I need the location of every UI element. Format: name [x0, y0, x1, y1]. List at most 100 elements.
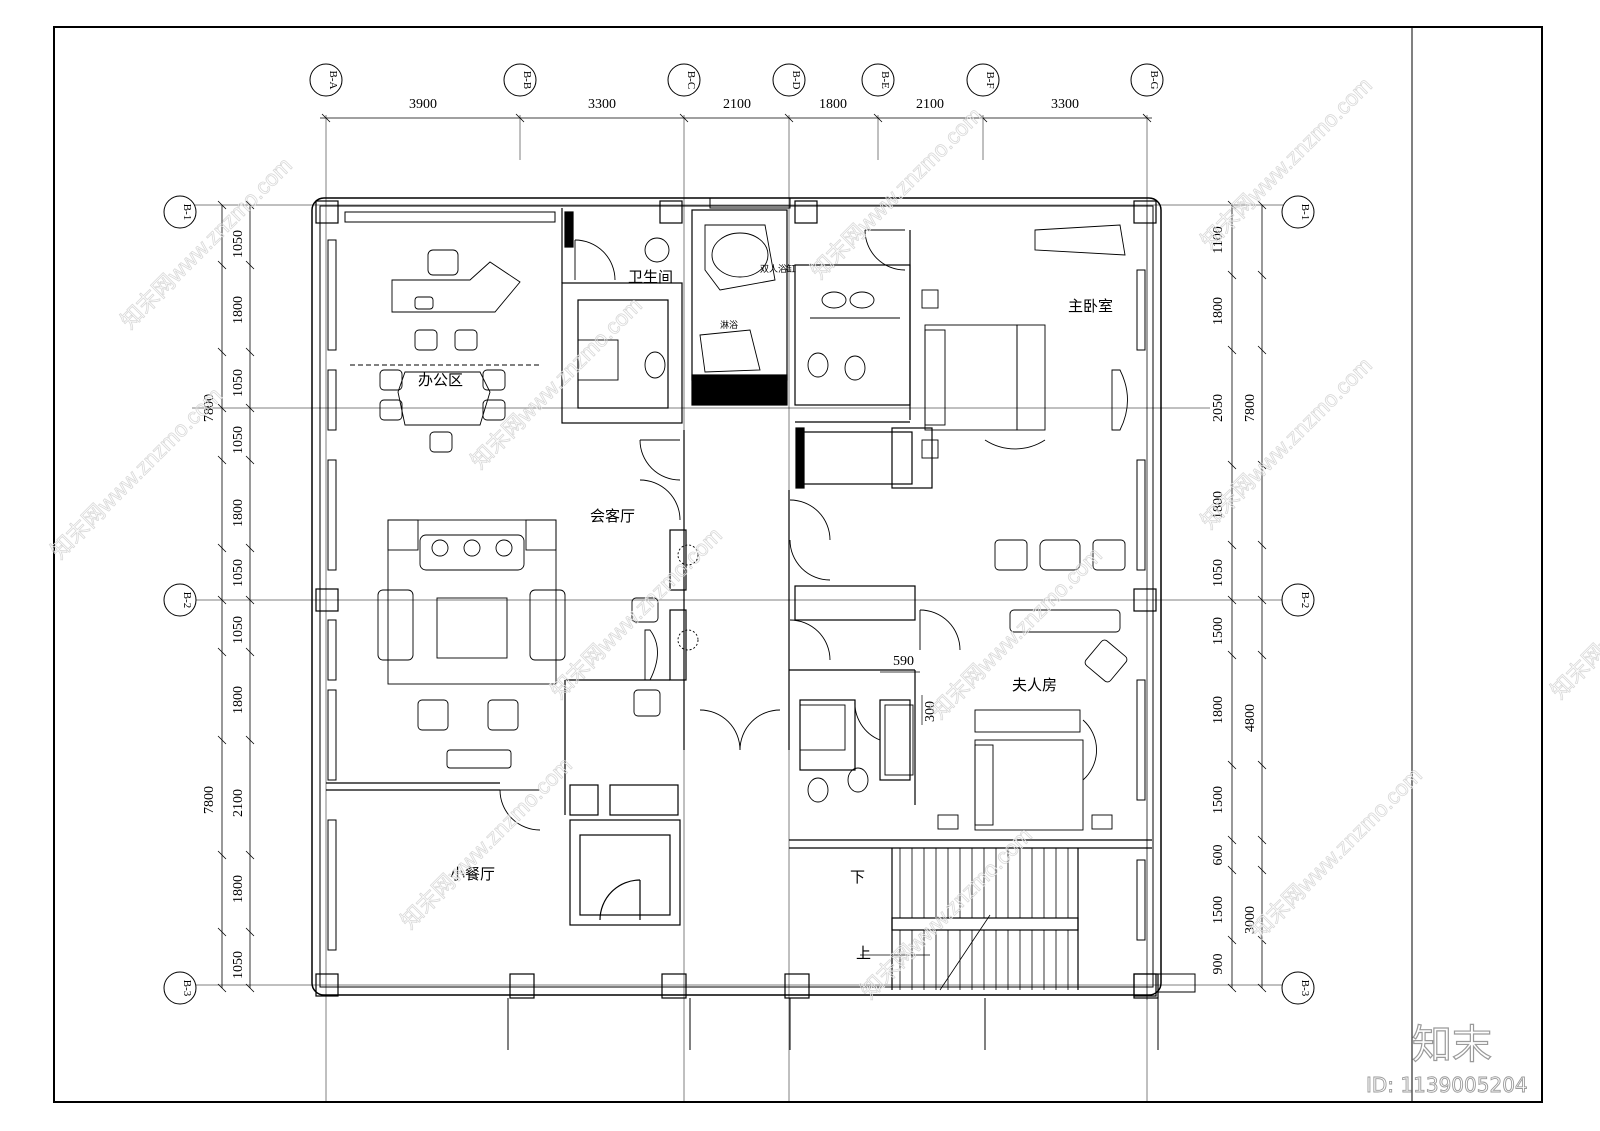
- room-bathroom-label: 卫生间: [628, 269, 673, 286]
- axis-bubble-b-d: B-D: [772, 63, 806, 97]
- interior-walls: [326, 208, 1152, 990]
- axis-label: B-2: [1299, 592, 1311, 609]
- room-office-label: 办公区: [418, 372, 463, 389]
- dim-left-label: 1800: [231, 499, 246, 527]
- watermark-text: 知末网www.znzmo.com: [1246, 762, 1427, 943]
- watermark-text: 知末网www.znzmo.com: [546, 522, 727, 703]
- axis-bubble-b-f: B-F: [966, 63, 1000, 97]
- dim-left-outer-label: 7800: [202, 394, 217, 422]
- dim-left-label: 1050: [231, 951, 246, 979]
- dim-590-label: 590: [893, 654, 914, 669]
- logo-id: ID: 1139005204: [1366, 1073, 1528, 1097]
- dim-right-label: 1050: [1211, 559, 1226, 587]
- stair-treads: [860, 848, 1069, 991]
- axis-label: B-3: [1299, 980, 1311, 997]
- room-dining-label: 小餐厅: [450, 866, 495, 883]
- dim-right-outer-label: 7800: [1243, 394, 1258, 422]
- watermark-text: 知末网www.znzmo.com: [1196, 72, 1377, 253]
- axis-label: B-B: [521, 71, 533, 89]
- left-dimension-ticks: [217, 200, 255, 993]
- axis-label: B-F: [984, 71, 996, 88]
- room-master-bedroom-label: 主卧室: [1068, 298, 1113, 315]
- axis-label: B-G: [1148, 71, 1160, 90]
- axis-bubble-b-1-left: B-1: [163, 195, 197, 229]
- right-dimension-ticks: [1227, 200, 1267, 993]
- dim-left-label: 1800: [231, 875, 246, 903]
- dim-left-label: 2100: [231, 789, 246, 817]
- room-madam-label: 夫人房: [1012, 677, 1057, 694]
- axis-label: B-1: [1299, 204, 1311, 221]
- axis-bubble-b-2-right: B-2: [1281, 583, 1315, 617]
- axis-bubble-b-a: B-A: [309, 63, 343, 97]
- watermark-text: 知末网www.znzmo.com: [1546, 522, 1600, 703]
- dim-right-label: 1800: [1211, 491, 1226, 519]
- axis-label: B-A: [327, 71, 339, 90]
- axis-bubble-b-e: B-E: [861, 63, 895, 97]
- dim-left-label: 1050: [231, 230, 246, 258]
- dim-right-label: 1500: [1211, 896, 1226, 924]
- axis-bubble-b-2-left: B-2: [163, 583, 197, 617]
- dimension-texts: 3900 3300 2100 1800 2100 3300 1050 1800 1050 1050…: [202, 97, 1258, 979]
- dim-right-outer-label: 4800: [1243, 704, 1258, 732]
- exterior-walls: [311, 197, 1196, 1050]
- dim-top-label: 3300: [588, 97, 616, 112]
- logo-text: 知末: [1412, 1022, 1492, 1068]
- dim-right-label: 1500: [1211, 617, 1226, 645]
- dim-top-label: 2100: [916, 97, 944, 112]
- shower-label: 淋浴: [720, 319, 738, 330]
- axis-bubble-b-b: B-B: [503, 63, 537, 97]
- axis-bubble-b-3-left: B-3: [163, 971, 197, 1005]
- grid-lines: [192, 115, 1300, 1102]
- dim-right-label: 1800: [1211, 696, 1226, 724]
- stair-down-label: 下: [850, 870, 865, 886]
- dim-left-label: 1050: [231, 426, 246, 454]
- dim-left-outer-label: 7800: [202, 786, 217, 814]
- dim-right-label: 900: [1211, 954, 1226, 975]
- dim-left-label: 1050: [231, 616, 246, 644]
- stair-up-label: 上: [856, 945, 871, 962]
- dim-right-label: 2050: [1211, 394, 1226, 422]
- dim-left-label: 1050: [231, 559, 246, 587]
- watermark-text: 知末网www.znzmo.com: [1196, 352, 1377, 533]
- dim-top-label: 3900: [409, 97, 437, 112]
- local-dim-lines: [880, 671, 923, 725]
- watermarks: 知末网www.znzmo.com 知末网www.znzmo.com 知末网www.z…: [45, 72, 1600, 1004]
- furniture: [350, 224, 1128, 831]
- axis-bubble-b-g: B-G: [1130, 63, 1164, 97]
- dim-right-outer-label: 3000: [1243, 906, 1258, 934]
- dim-right-label: 1800: [1211, 297, 1226, 325]
- axis-bubble-b-c: B-C: [667, 63, 701, 97]
- axis-label: B-D: [790, 71, 802, 90]
- watermark-text: 知末网www.znzmo.com: [466, 292, 647, 473]
- watermark-text: 知末网www.znzmo.com: [806, 102, 987, 283]
- room-reception-label: 会客厅: [590, 508, 635, 525]
- axis-label: B-3: [181, 980, 193, 997]
- watermark-text: 知末网www.znzmo.com: [116, 152, 297, 333]
- room-labels: 办公区 卫生间 会客厅 主卧室 夫人房 小餐厅 淋浴 双人浴缸 下 上 590 …: [418, 263, 1113, 962]
- dim-left-label: 1050: [231, 369, 246, 397]
- dimension-lines: [221, 113, 1263, 988]
- axis-label: B-C: [685, 71, 697, 89]
- watermark-text: 知末网www.znzmo.com: [46, 382, 227, 563]
- dim-top-label: 2100: [723, 97, 751, 112]
- drawing-frame: [53, 26, 1543, 1103]
- dim-left-label: 1800: [231, 296, 246, 324]
- dim-top-label: 1800: [819, 97, 847, 112]
- axis-bubbles: B-A B-B B-C B-D B-E B-F B-G B-1 B-1B-2 B-2B-3 B-3: [163, 63, 1315, 1005]
- bathtub-label: 双人浴缸: [760, 263, 796, 274]
- watermark-text: 知末网www.znzmo.com: [396, 752, 577, 933]
- dim-top-label: 3300: [1051, 97, 1079, 112]
- axis-bubble-b-1-right: B-1: [1281, 195, 1315, 229]
- axis-label: B-1: [181, 204, 193, 221]
- windows: [327, 197, 1146, 951]
- axis-label: B-E: [879, 71, 891, 89]
- dim-300-label: 300: [923, 701, 938, 722]
- dim-right-label: 1500: [1211, 786, 1226, 814]
- axis-label: B-2: [181, 592, 193, 609]
- doors: [499, 229, 961, 831]
- watermark-text: 知末网www.znzmo.com: [856, 822, 1037, 1003]
- axis-bubble-b-3-right: B-3: [1281, 971, 1315, 1005]
- dim-left-label: 1800: [231, 686, 246, 714]
- dim-right-label: 600: [1211, 845, 1226, 866]
